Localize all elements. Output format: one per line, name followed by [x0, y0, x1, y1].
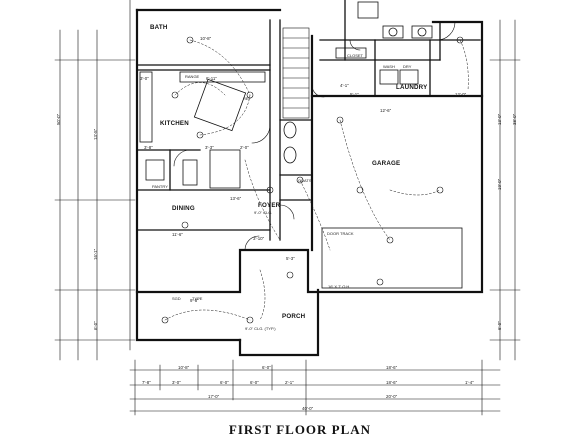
closet-label: CLOSET	[347, 53, 364, 58]
pantry-label: PANTRY	[152, 184, 168, 189]
interior-dim-1: 3'-8"	[144, 145, 153, 150]
light-fixtures	[161, 36, 464, 324]
foyer-label: FOYER	[258, 202, 281, 209]
bottom-dim-2a: 7'-8"	[142, 380, 151, 385]
interior-dim-8: 9'-8"	[190, 298, 199, 303]
exterior-walls	[135, 8, 484, 357]
kitchen-counters	[139, 71, 266, 189]
stair-treads	[282, 27, 310, 119]
range-note: RANGE	[185, 74, 200, 79]
bath-label: BATH	[150, 24, 168, 31]
left-dim-2: 16'-1"	[93, 248, 98, 260]
bottom-dim-2b: 3'-0"	[172, 380, 181, 385]
right-dim-1: 19'-0"	[497, 178, 502, 190]
washer-note: WASH	[383, 64, 395, 69]
dining-label: DINING	[172, 205, 195, 212]
refrigerator-note: REF	[243, 96, 251, 101]
kitchen-label: KITCHEN	[160, 120, 189, 127]
dryer-note: DRY	[403, 64, 412, 69]
bottom-dim-total: 40'-0"	[302, 406, 314, 411]
top-dim-1: 10'-8"	[200, 36, 212, 41]
door-swings	[173, 21, 456, 251]
bottom-dim-2e: 2'-1"	[285, 380, 294, 385]
top-dim-6: 12'-0"	[455, 92, 467, 97]
door-track-note: DOOR TRACK	[327, 231, 354, 236]
top-dim-4: 4'-1"	[340, 83, 349, 88]
right-dim-2: 13'-0"	[497, 113, 502, 125]
laundry-label: LAUNDRY	[396, 84, 428, 91]
foyer-ceiling-note: 9'-0" CLG.	[254, 210, 273, 215]
right-dim-total: 38'-0"	[512, 113, 517, 125]
dimension-lines	[54, 0, 521, 416]
sliding-door-note: SGD	[172, 296, 181, 301]
bottom-dim-1c: 18'-6"	[386, 365, 398, 370]
bottom-dim-2g: 1'-4"	[465, 380, 474, 385]
garage-details	[283, 1, 483, 293]
plan-title: FIRST FLOOR PLAN	[228, 422, 372, 437]
porch-label: PORCH	[282, 313, 306, 320]
interior-dim-5: 3'-10"	[253, 236, 265, 241]
right-dim-3: 6'-0"	[497, 321, 502, 330]
interior-dim-6: 13'-6"	[230, 196, 242, 201]
bottom-dim-2c: 6'-0"	[220, 380, 229, 385]
interior-dim-7: 12'-6"	[380, 108, 392, 113]
garage-label: GARAGE	[372, 160, 401, 167]
coats-label: COATS	[298, 178, 312, 183]
interior-dim-2: 11'-6"	[172, 232, 183, 237]
garage-door-note: 16' X 7' O.H.	[328, 284, 351, 289]
bottom-dim-2d: 6'-0"	[250, 380, 259, 385]
bottom-dim-1a: 10'-8"	[178, 365, 190, 370]
porch-ceiling-note: 9'-0" CLG. (TYP.)	[245, 326, 276, 331]
interior-walls	[136, 0, 481, 241]
bottom-dim-3b: 20'-0"	[386, 394, 398, 399]
left-dim-total: 50'-0"	[56, 113, 61, 125]
electrical-wiring	[164, 39, 469, 321]
left-dim-3: 6'-0"	[93, 321, 98, 330]
left-dim-1: 13'-5"	[93, 128, 98, 140]
top-dim-2: 3'-0"	[140, 76, 149, 81]
top-dim-3: 6'-11"	[206, 76, 217, 81]
interior-dim-4: 2'-0"	[240, 145, 249, 150]
interior-dim-3: 3'-3"	[205, 145, 214, 150]
type-note: TYPE	[192, 296, 203, 301]
top-dim-5: 5'-1"	[350, 92, 359, 97]
interior-dim-9: 5'-3"	[286, 256, 295, 261]
bottom-dim-1b: 6'-0"	[262, 365, 271, 370]
bottom-dim-3a: 17'-0"	[208, 394, 220, 399]
bottom-dim-2f: 18'-6"	[386, 380, 398, 385]
